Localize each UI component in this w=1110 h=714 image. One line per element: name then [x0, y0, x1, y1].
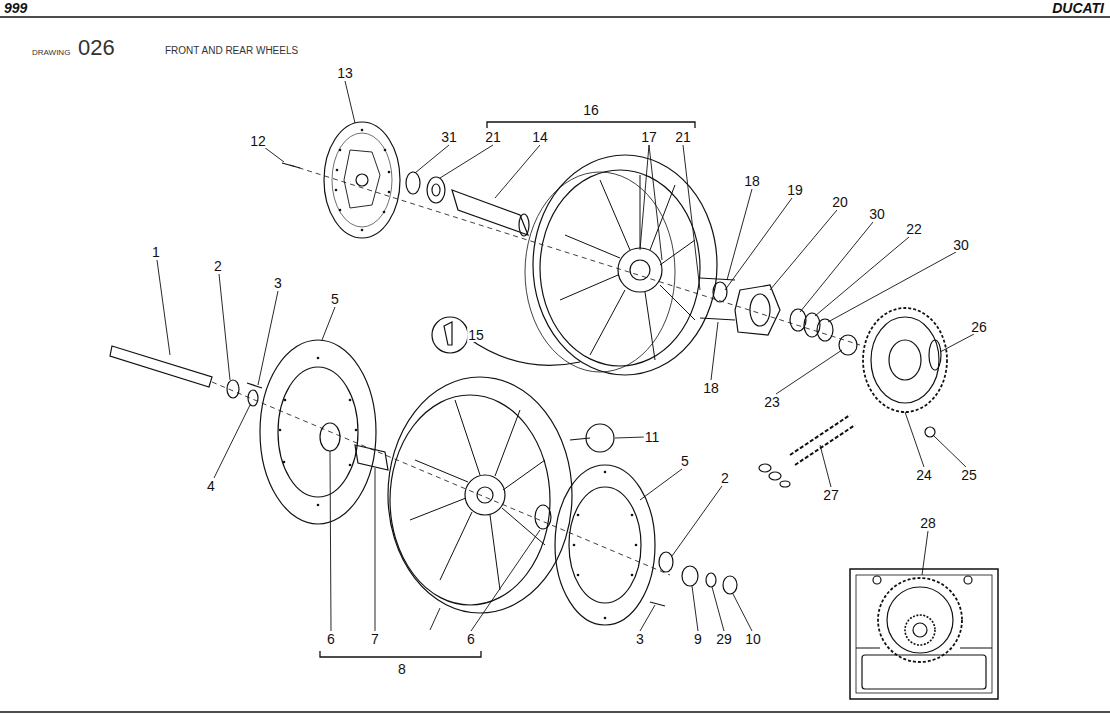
callout-number: 11	[644, 430, 661, 444]
callout-number: 3	[635, 632, 645, 646]
callout-number: 19	[786, 183, 804, 197]
callout-number: 12	[249, 134, 267, 148]
callout-number: 20	[831, 195, 849, 209]
callout-number: 7	[370, 632, 380, 646]
callout-number: 17	[640, 130, 658, 144]
callout-number: 15	[467, 328, 485, 342]
callout-number: 2	[213, 259, 223, 273]
model-name: 999	[4, 1, 27, 15]
drawing-title: FRONT AND REAR WHEELS	[165, 46, 298, 56]
drawing-number: 026	[78, 37, 115, 59]
callout-number: 5	[330, 292, 340, 306]
callout-number: 10	[744, 632, 762, 646]
callout-number: 9	[693, 632, 703, 646]
callout-number: 21	[484, 130, 502, 144]
callout-number: 8	[397, 662, 407, 676]
callout-number: 31	[440, 130, 458, 144]
callout-number: 18	[743, 174, 761, 188]
callout-number: 24	[915, 468, 933, 482]
brand-name: DUCATI	[1052, 1, 1104, 15]
drawing-label: DRAWING	[32, 49, 70, 57]
callout-number: 1	[151, 245, 161, 259]
callout-number: 22	[905, 222, 923, 236]
callout-number: 28	[919, 516, 937, 530]
callout-number: 6	[326, 632, 336, 646]
callout-number: 14	[531, 130, 549, 144]
callout-number: 18	[702, 381, 720, 395]
callout-number: 29	[715, 632, 733, 646]
callout-number: 21	[674, 130, 692, 144]
callout-number: 16	[582, 103, 600, 117]
callout-number: 2	[720, 471, 730, 485]
callout-number: 27	[822, 488, 840, 502]
callout-number: 6	[466, 632, 476, 646]
callout-number: 4	[206, 479, 216, 493]
callout-number: 30	[868, 207, 886, 221]
callout-number: 26	[970, 320, 988, 334]
callout-number: 5	[680, 454, 690, 468]
callout-number: 13	[336, 66, 354, 80]
callout-number: 3	[273, 276, 283, 290]
callout-number: 23	[763, 395, 781, 409]
callout-number: 25	[960, 468, 978, 482]
callout-number: 30	[952, 238, 970, 252]
